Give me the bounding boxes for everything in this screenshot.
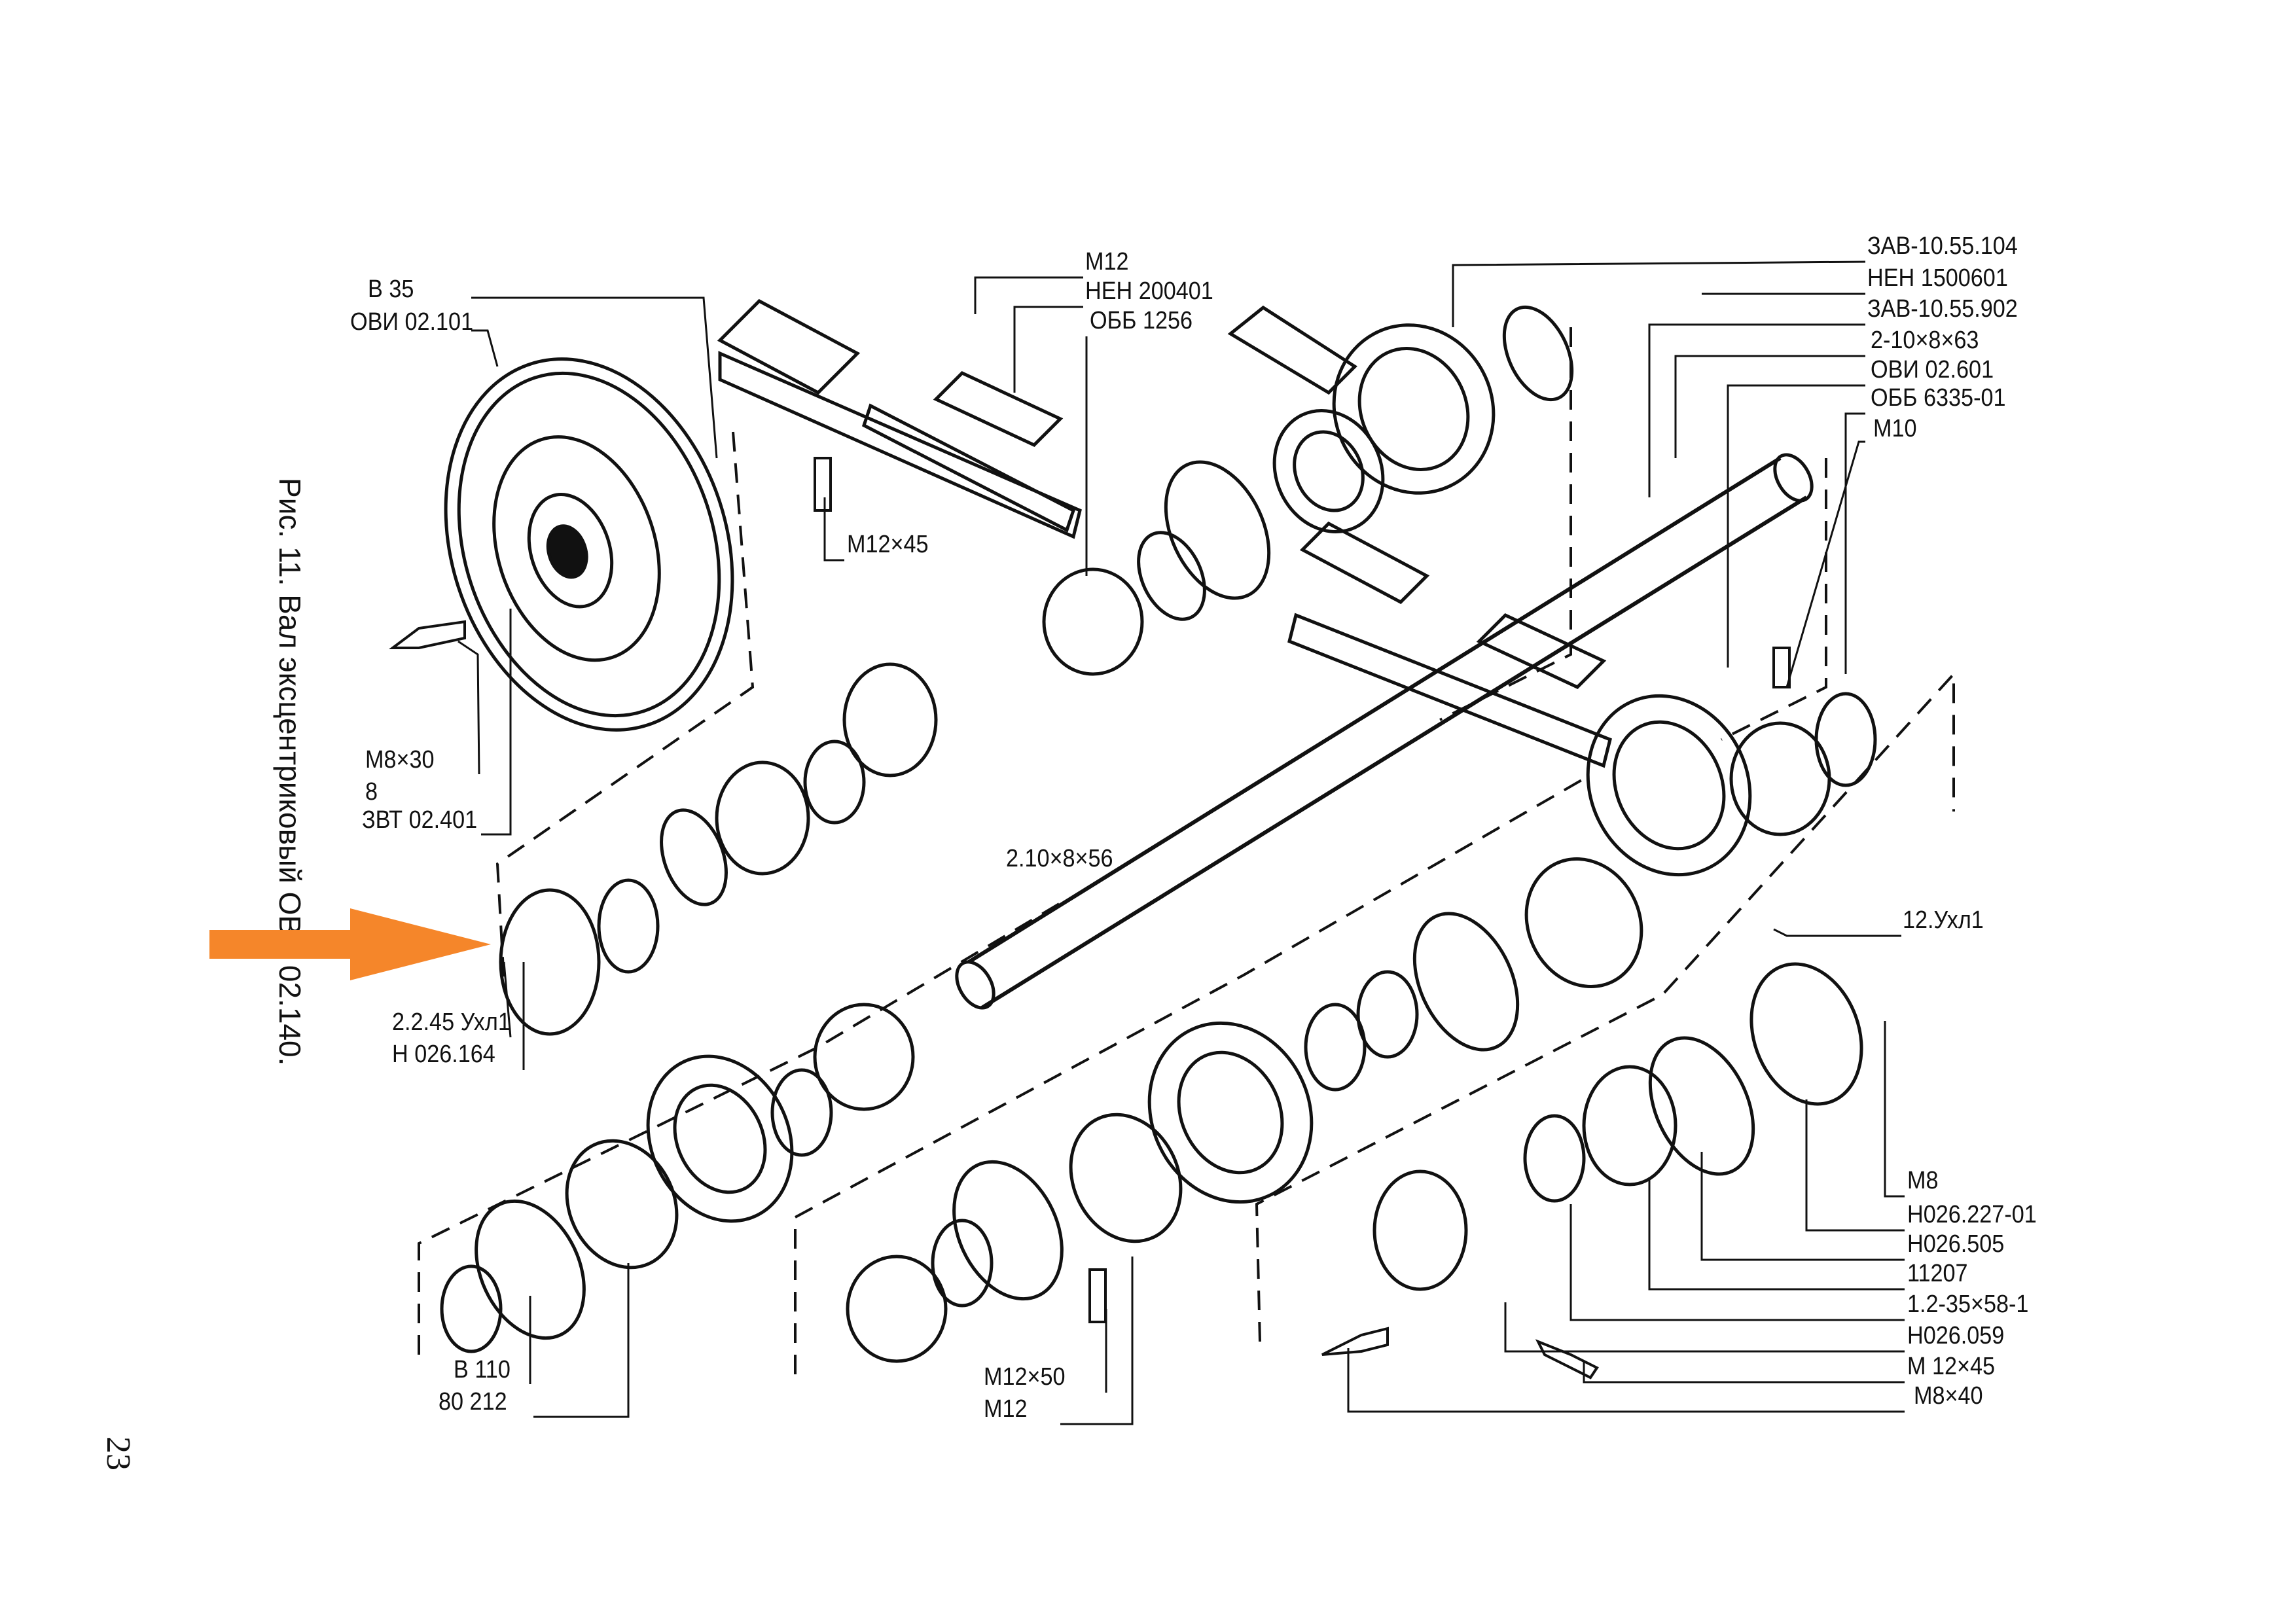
label-washer-8: 8 <box>365 778 378 806</box>
label-key-2-10x8x63: 2-10×8×63 <box>1871 327 1979 354</box>
label-grease-12: 12.Ухл1 <box>1903 906 1984 934</box>
bolts <box>389 457 1791 1380</box>
label-obb-1256: ОББ 1256 <box>1090 307 1193 334</box>
pulley <box>444 357 734 732</box>
label-b35: В 35 <box>368 276 414 303</box>
label-m8x40: М8×40 <box>1914 1382 1983 1410</box>
label-zav-10-55-104: ЗАВ-10.55.104 <box>1867 232 2018 260</box>
label-n026-164: Н 026.164 <box>392 1041 495 1068</box>
label-ovi-02-101: ОВИ 02.101 <box>350 308 474 336</box>
leader-lines <box>457 260 1905 1425</box>
page-number: 23 <box>99 1436 137 1471</box>
label-grease-2-2-45: 2.2.45 Ухл1 <box>392 1008 511 1036</box>
label-zav-10-55-902: ЗАВ-10.55.902 <box>1867 295 2018 323</box>
label-m10: М10 <box>1873 415 1917 442</box>
bearings-and-rings <box>440 305 1877 1363</box>
label-m12x45-bottom: М 12×45 <box>1907 1353 1996 1380</box>
label-b110: В 110 <box>454 1356 511 1383</box>
label-m12x50: М12×50 <box>984 1363 1066 1391</box>
label-nen-1500601: НЕН 1500601 <box>1867 264 2008 292</box>
arrow-shape <box>209 908 491 980</box>
label-11207: 11207 <box>1907 1260 1968 1287</box>
label-m12x45-top: М12×45 <box>847 531 929 558</box>
label-seal-1-2-35x58-1: 1.2-35×58-1 <box>1907 1291 2029 1318</box>
flat-bars <box>717 298 1612 768</box>
label-zvt-02-401: ЗВТ 02.401 <box>362 806 478 834</box>
label-n026-227-01: Н026.227-01 <box>1907 1201 2037 1228</box>
label-n026-059: Н026.059 <box>1907 1322 2005 1349</box>
label-m12-nut: М12 <box>1085 248 1129 276</box>
label-key-2-10x8x56: 2.10×8×56 <box>1006 845 1113 872</box>
highlight-arrow-icon <box>209 908 491 980</box>
label-m8-nut: М8 <box>1907 1167 1939 1194</box>
dashed-guides <box>418 327 1955 1374</box>
eccentric-shaft <box>955 453 1814 1010</box>
label-m12-bottom: М12 <box>984 1395 1028 1423</box>
label-obb-6335-01: ОББ 6335-01 <box>1871 384 2006 412</box>
label-m8x30: М8×30 <box>365 746 435 774</box>
label-nen-200401: НЕН 200401 <box>1085 277 1213 305</box>
label-80212: 80 212 <box>439 1388 507 1416</box>
label-ovi-02-601: ОВИ 02.601 <box>1871 356 1994 383</box>
label-n026-505: Н026.505 <box>1907 1230 2005 1258</box>
